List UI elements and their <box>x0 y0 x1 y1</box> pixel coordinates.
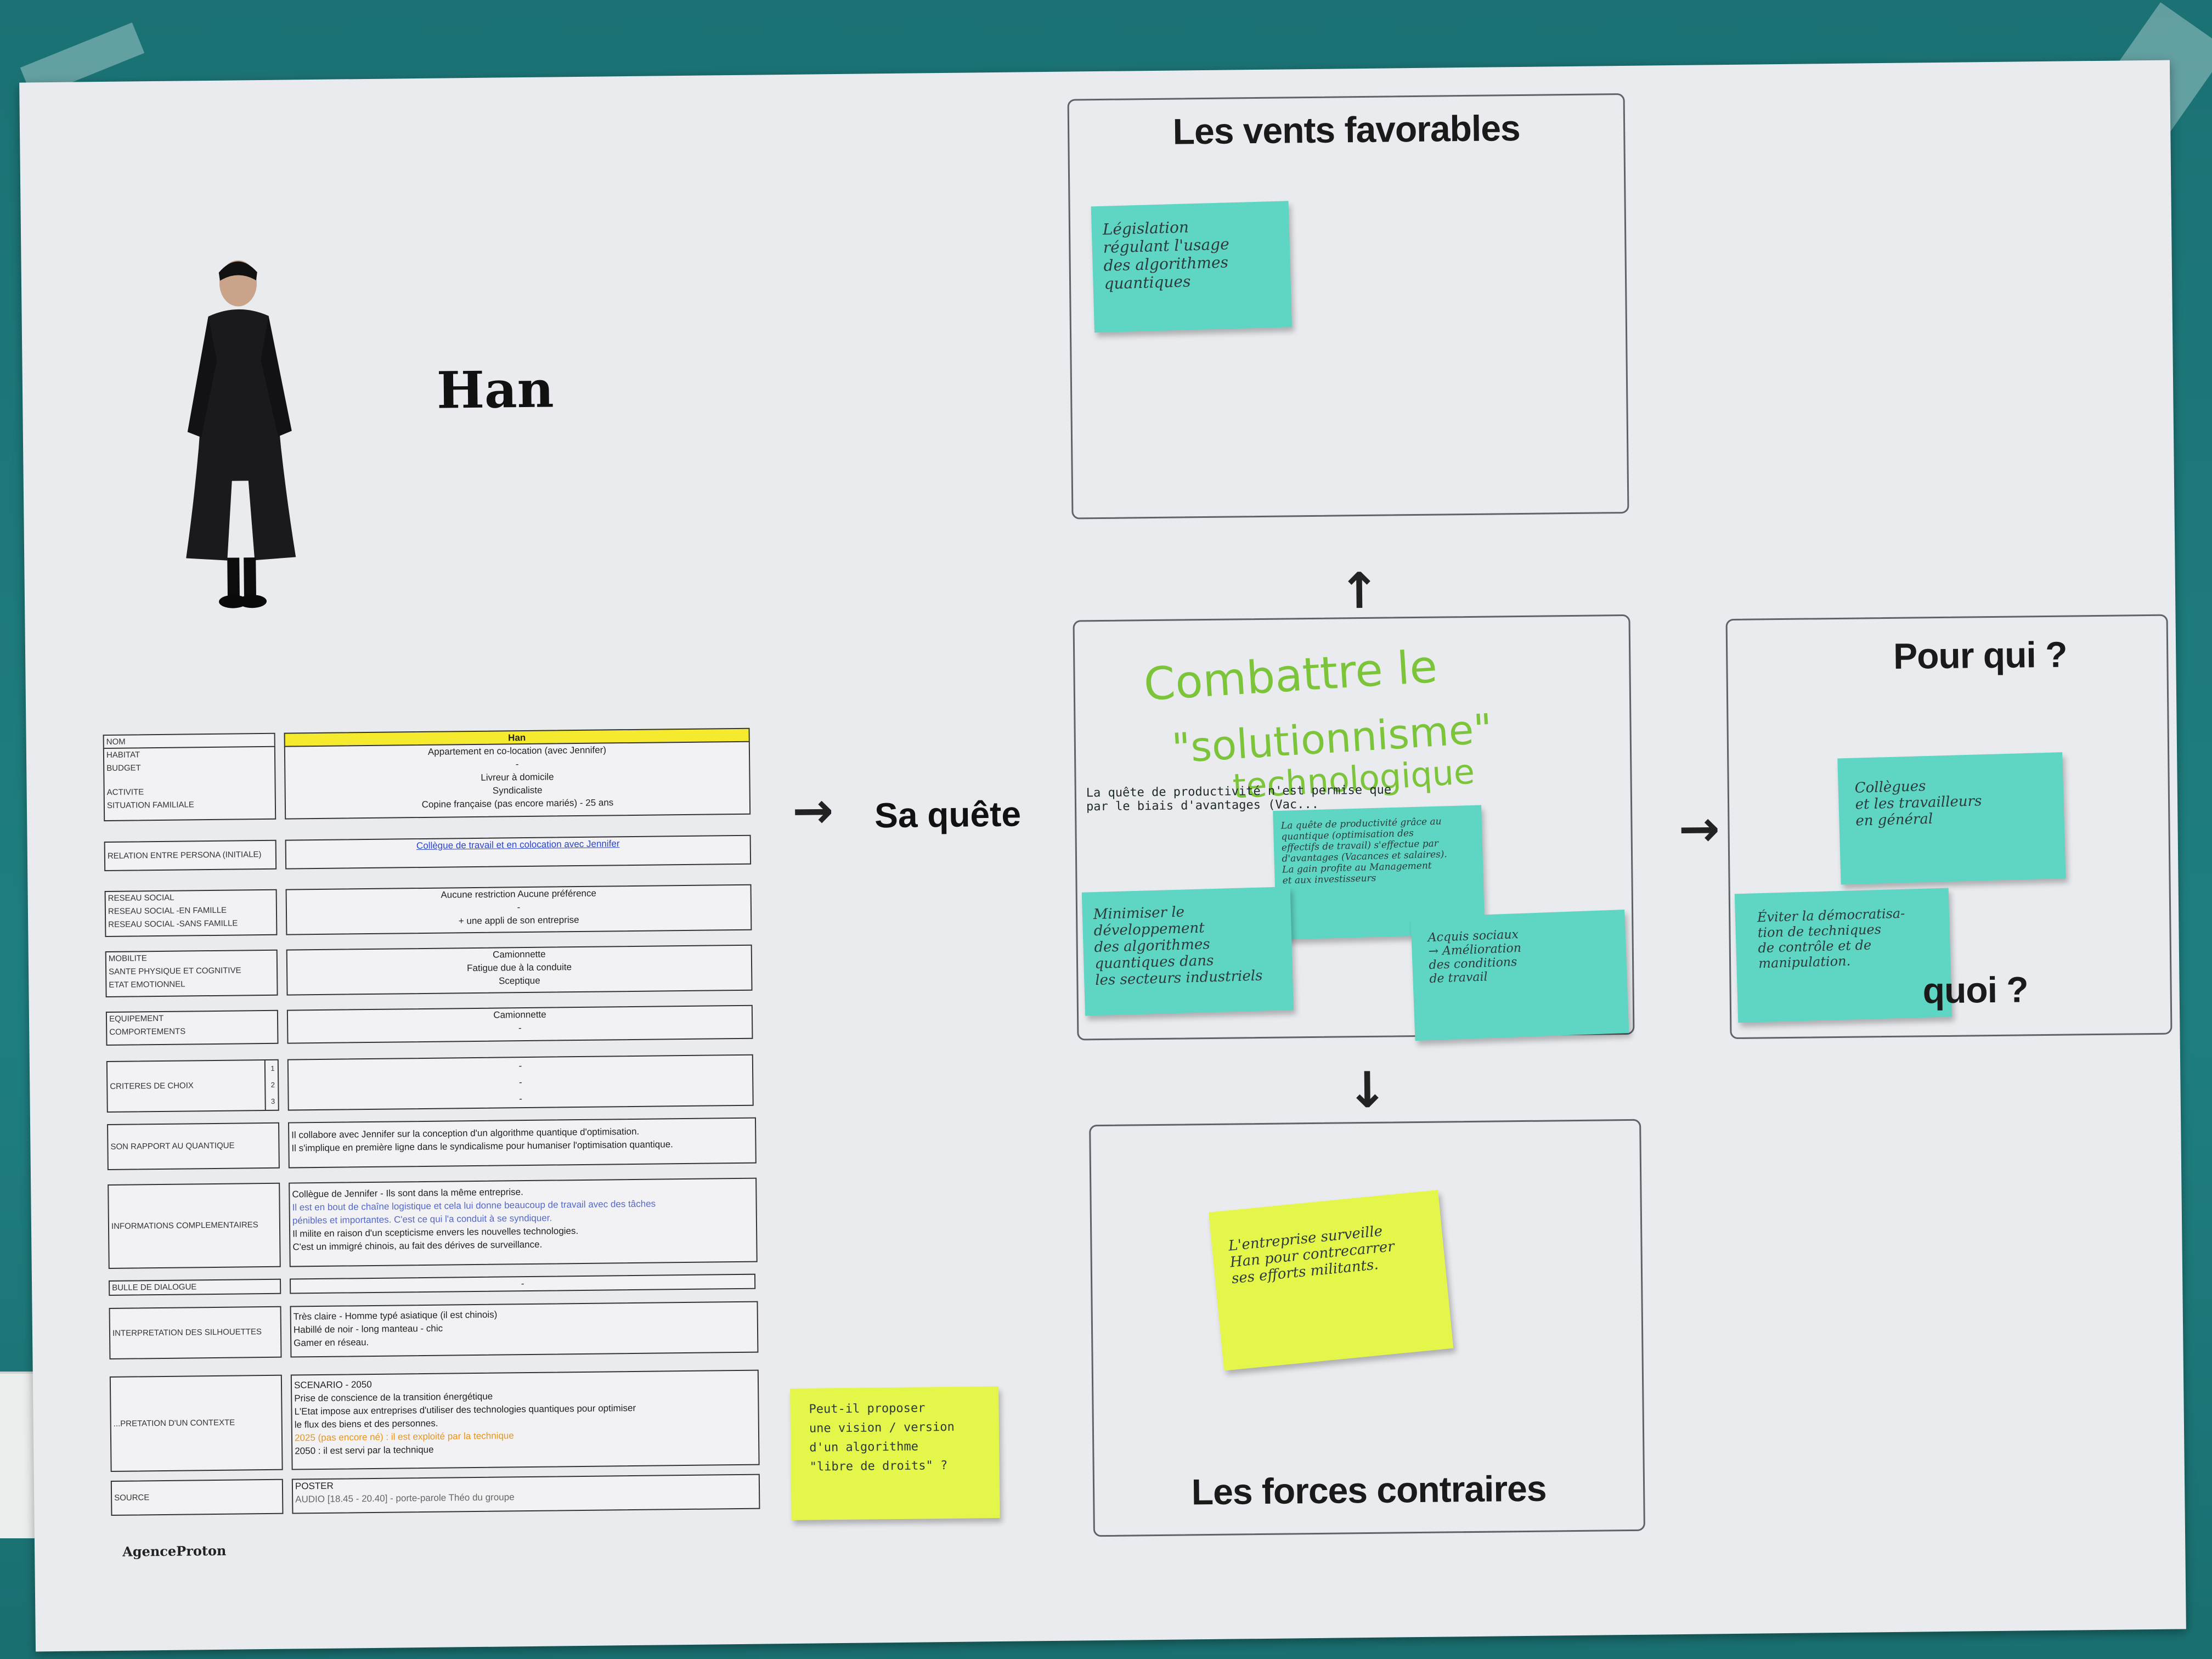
pour-qui-title: Pour qui ? <box>1893 634 2067 676</box>
quest-box: Combattre le "solutionnisme" technologiq… <box>1073 614 1635 1041</box>
favorables-title: Les vents favorables <box>1172 107 1521 152</box>
agence-proton-logo: AgenceProton <box>122 1542 227 1560</box>
table-row: INFORMATIONS COMPLEMENTAIRES <box>108 1182 281 1269</box>
contraires-title: Les forces contraires <box>1191 1468 1547 1513</box>
table-row: RELATION ENTRE PERSONA (initiale) <box>104 839 277 872</box>
persona-figure <box>186 260 296 608</box>
table-row: ...PRETATION D'UN CONTEXTE <box>109 1374 283 1472</box>
quest-label: Sa quête <box>874 794 1022 836</box>
arrow-down-icon: ↓ <box>1346 1061 1389 1120</box>
quoi-title: quoi ? <box>1922 969 2028 1011</box>
relation-link[interactable]: Collègue de travail et en colocation ave… <box>416 838 620 851</box>
quest-goal: Combattre le <box>1142 640 1439 712</box>
table-row: BULLE DE DIALOGUE <box>109 1278 281 1296</box>
table-row: SOURCE <box>110 1479 284 1516</box>
table-row: SON RAPPORT AU QUANTIQUE <box>107 1122 280 1171</box>
arrow-right-icon: → <box>792 782 834 840</box>
arrow-right-icon: → <box>1678 800 1720 859</box>
persona-name: Han <box>436 359 555 420</box>
arrow-up-icon: ↑ <box>1338 562 1380 620</box>
table-row: INTERPRETATION DES SILHOUETTES <box>109 1306 282 1360</box>
